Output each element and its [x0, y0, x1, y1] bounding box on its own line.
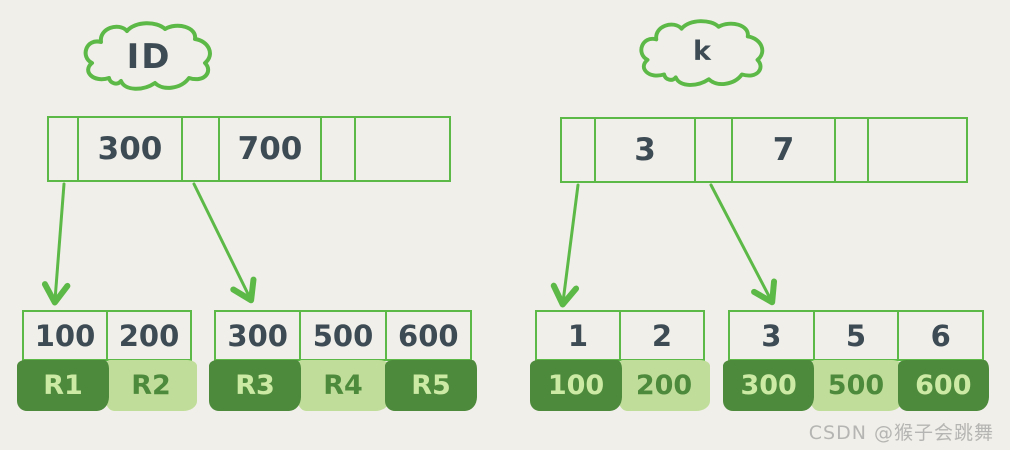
leaf-node: 300 500 600 R3 R4 R5 [209, 310, 477, 411]
pointer-cell [560, 117, 596, 183]
leaf-key-cell: 5 [812, 310, 900, 361]
pointer-cell [181, 116, 220, 182]
record-cell: 300 [723, 360, 815, 411]
leaf-key-cell: 200 [106, 310, 192, 361]
record-cell: R2 [105, 360, 197, 411]
pointer-cell [47, 116, 79, 182]
arrow-left-leaf2 [192, 182, 257, 304]
leaf-key-cell: 500 [299, 310, 387, 361]
record-cell: 100 [530, 360, 622, 411]
arrow-right-leaf1 [550, 183, 580, 308]
key-cell: 300 [77, 116, 183, 182]
pointer-cell [320, 116, 356, 182]
key-cell: 3 [594, 117, 696, 183]
leaf-key-cell: 3 [728, 310, 815, 361]
arrow-right-leaf2 [709, 183, 778, 306]
record-row: 300 500 600 [723, 360, 989, 411]
leaf-key-cell: 600 [384, 310, 472, 361]
key-cell: 700 [218, 116, 322, 182]
record-cell: R4 [297, 360, 389, 411]
id-index-cloud: ID [80, 20, 218, 94]
record-row: R3 R4 R5 [209, 360, 477, 411]
cloud-icon [639, 19, 765, 87]
record-cell: 600 [897, 360, 989, 411]
leaf-key-row: 3 5 6 [728, 310, 985, 361]
cloud-label: k [693, 35, 713, 67]
record-row: R1 R2 [17, 360, 197, 411]
record-cell: R5 [385, 360, 477, 411]
k-index-cloud: k [635, 18, 771, 90]
watermark: CSDN @猴子会跳舞 [808, 422, 994, 444]
leaf-key-cell: 100 [22, 310, 108, 361]
record-row: 100 200 [530, 360, 710, 411]
empty-cell [867, 117, 968, 183]
leaf-key-cell: 1 [535, 310, 621, 361]
leaf-key-row: 100 200 [22, 310, 192, 361]
leaf-key-cell: 300 [214, 310, 302, 361]
pointer-cell [834, 117, 869, 183]
right-root-node: 3 7 [560, 117, 968, 183]
key-cell: 7 [731, 117, 836, 183]
record-cell: R3 [209, 360, 301, 411]
cloud-label: ID [126, 37, 172, 77]
arrow-left-leaf1 [41, 182, 71, 306]
cloud-icon [83, 21, 212, 91]
leaf-key-cell: 6 [897, 310, 985, 361]
record-cell: R1 [17, 360, 109, 411]
record-cell: 500 [810, 360, 902, 411]
leaf-node: 1 2 100 200 [530, 310, 710, 411]
record-cell: 200 [618, 360, 710, 411]
leaf-node: 100 200 R1 R2 [17, 310, 197, 411]
empty-cell [354, 116, 451, 182]
leaf-key-row: 300 500 600 [214, 310, 472, 361]
leaf-key-cell: 2 [619, 310, 705, 361]
left-root-node: 300 700 [47, 116, 451, 182]
pointer-cell [694, 117, 733, 183]
leaf-node: 3 5 6 300 500 600 [723, 310, 989, 411]
leaf-key-row: 1 2 [535, 310, 705, 361]
